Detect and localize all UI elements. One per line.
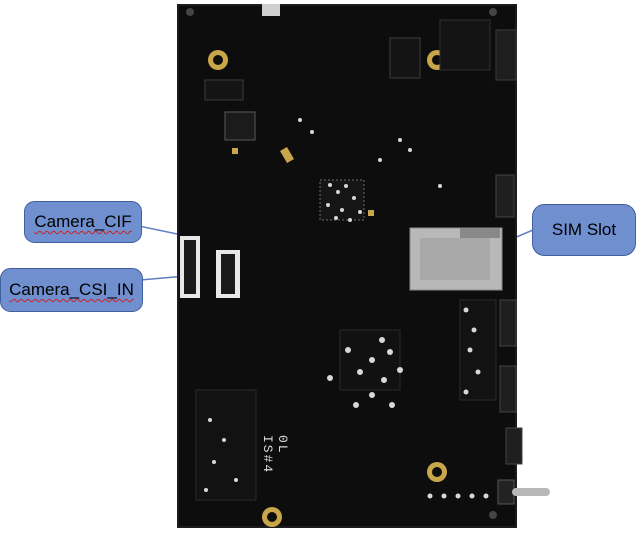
solder-pads xyxy=(204,118,489,499)
right-connector-3 xyxy=(499,365,517,413)
right-connector-4 xyxy=(505,427,523,465)
camera-cif-connector xyxy=(216,250,240,298)
silkscreen-label: 0L IS#4 xyxy=(260,435,290,475)
components xyxy=(195,19,497,501)
camera-csi-in-connector xyxy=(180,236,200,298)
camera-csi-in-label: Camera_CSI_IN xyxy=(9,280,134,299)
sim-slot-callout: SIM Slot xyxy=(532,204,636,256)
toggle-switch xyxy=(497,479,550,505)
top-switch xyxy=(262,4,280,16)
sim-slot-label: SIM Slot xyxy=(551,220,617,239)
sim-slot-connector xyxy=(409,227,503,291)
right-connector-1 xyxy=(495,174,515,218)
camera-cif-label: Camera_CIF xyxy=(34,212,132,231)
right-connector-2 xyxy=(499,299,517,347)
camera-csi-in-callout: Camera_CSI_IN xyxy=(0,268,143,312)
top-right-connector xyxy=(495,29,517,81)
camera-cif-callout: Camera_CIF xyxy=(24,201,142,243)
